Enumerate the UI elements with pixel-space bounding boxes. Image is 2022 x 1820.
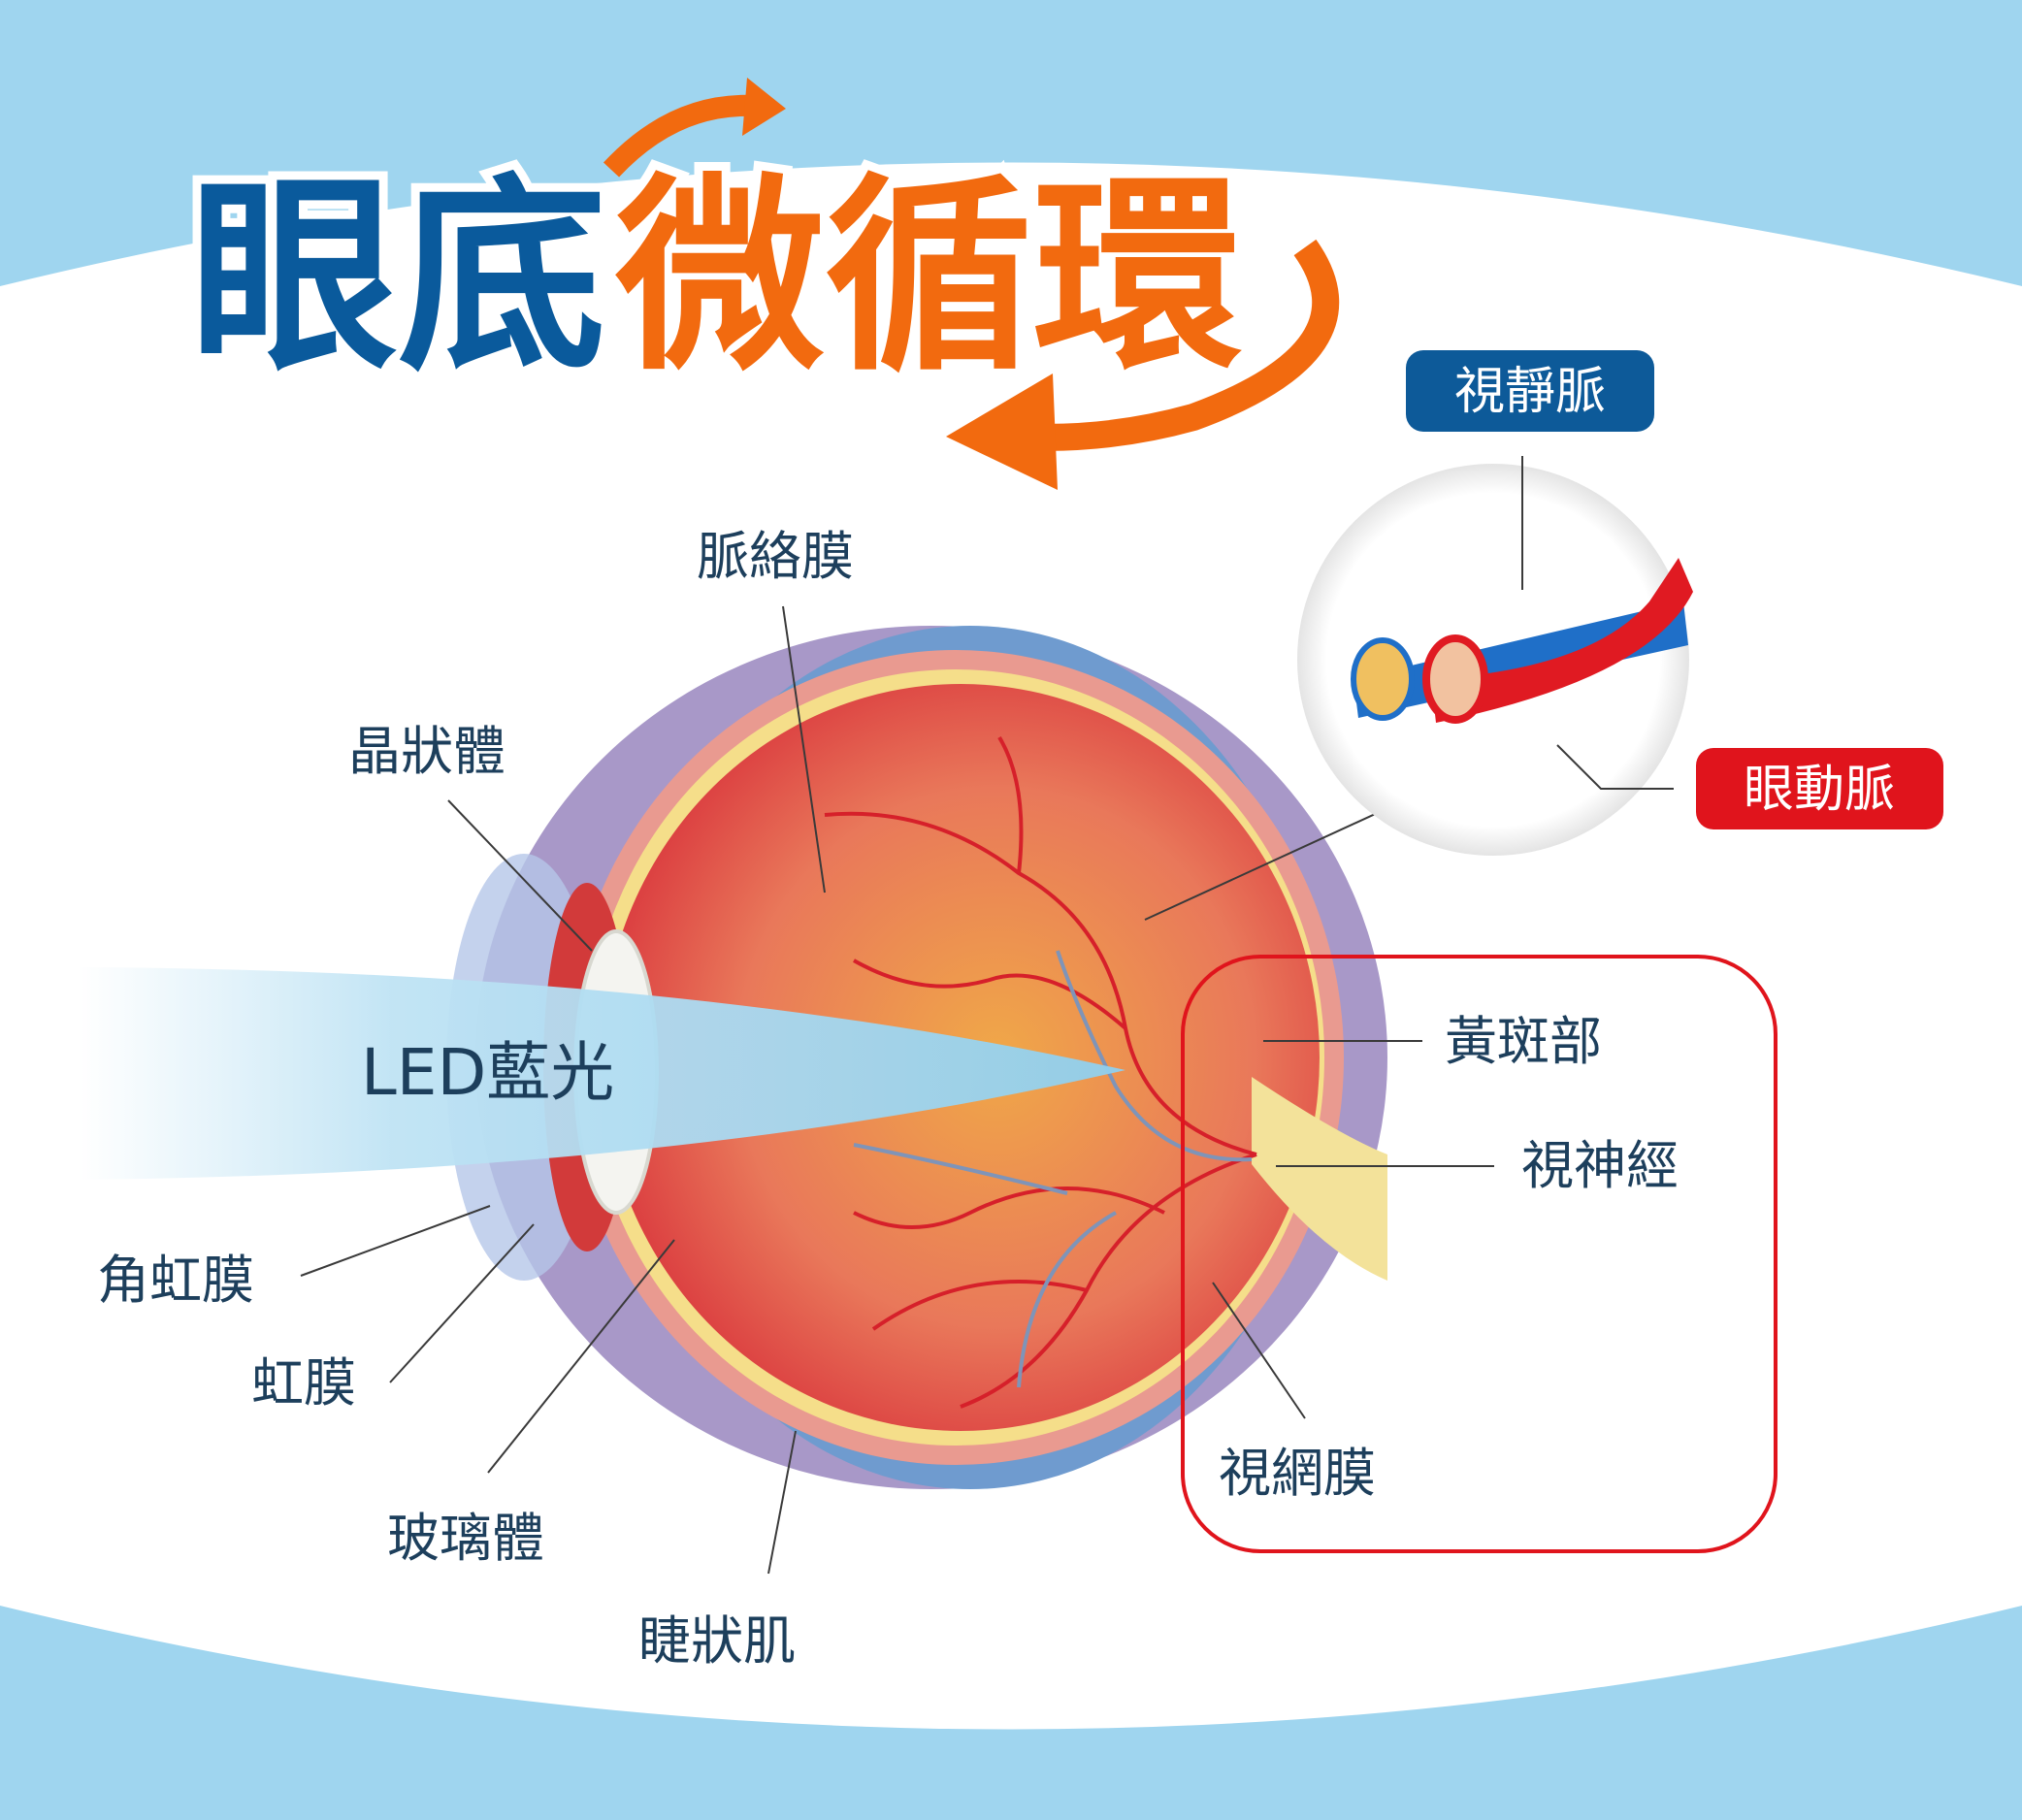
arrow-head-bottom	[946, 374, 1058, 490]
label-iris: 虹膜	[251, 1352, 356, 1414]
arrow-head-top	[742, 78, 786, 136]
label-cornea: 角虹膜	[97, 1250, 254, 1311]
vein-cross-section	[1351, 637, 1415, 721]
label-lens: 晶狀體	[348, 721, 506, 782]
title-part1: 眼底	[189, 155, 606, 399]
badge-retinal-vein	[1406, 350, 1654, 432]
label-macula: 黃斑部	[1445, 1011, 1602, 1072]
label-optic-nerve: 視神經	[1521, 1135, 1679, 1196]
title-part2: 微循環	[615, 155, 1242, 399]
vessel-inset	[1144, 456, 1693, 921]
blood-vessels	[824, 735, 1257, 1409]
title: 眼底 微循環	[180, 78, 1340, 490]
leader-lines	[300, 605, 1494, 1575]
veins	[853, 950, 1253, 1388]
artery-cross-section	[1422, 634, 1488, 724]
led-blue-light-beam	[78, 967, 1125, 1180]
optic-nerve	[1252, 1077, 1387, 1281]
artery-pointer-line	[1556, 744, 1674, 790]
label-retina: 視網膜	[1219, 1443, 1376, 1504]
eye-cross-section	[446, 626, 1387, 1489]
retina-highlight-box	[1181, 955, 1777, 1553]
artery-tube	[1431, 558, 1693, 723]
label-ophthalmic-artery: 眼動脈	[1744, 761, 1895, 819]
label-vitreous: 玻璃體	[387, 1508, 544, 1569]
label-ciliary-muscle: 睫狀肌	[638, 1610, 796, 1672]
label-led-blue-light: LED藍光	[361, 1035, 614, 1110]
label-retinal-vein: 視靜脈	[1454, 363, 1606, 421]
label-choroid: 脈絡膜	[697, 526, 854, 587]
circular-arrow-bottom	[1018, 239, 1340, 451]
badge-ophthalmic-artery	[1696, 748, 1943, 829]
